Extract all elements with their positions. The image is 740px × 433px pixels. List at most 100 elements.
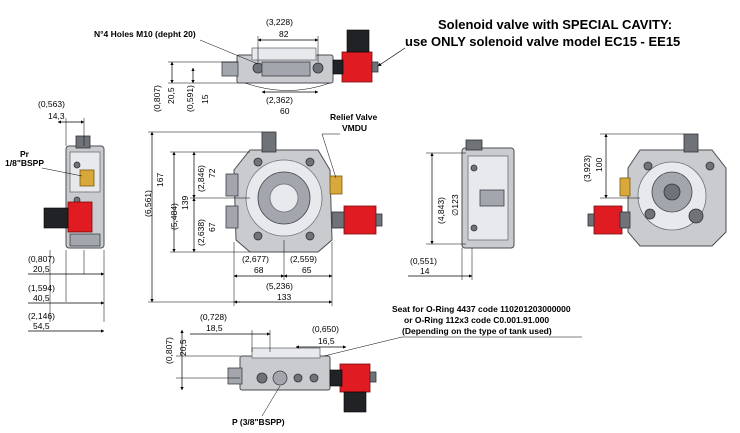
- solenoid-plug-bottom: [343, 391, 367, 413]
- right-dia-in: (4,843): [436, 197, 446, 224]
- solenoid-stem-front: [331, 211, 345, 229]
- bottom-left-boss: [227, 367, 243, 385]
- front-view: Relief Valve VMDU (6,561) 167 (5,484) 13…: [143, 112, 383, 306]
- title-line-2: use ONLY solenoid valve model EC15 - EE1…: [405, 34, 680, 49]
- left-top-fitting: [75, 135, 91, 149]
- rear-relief-fitting: [619, 177, 631, 197]
- solenoid-coil-bottom: [339, 363, 371, 393]
- front-w-left-in: (2,677): [242, 254, 269, 264]
- front-left-port: [225, 205, 239, 229]
- port-icon: [293, 373, 303, 383]
- title-block: Solenoid valve with SPECIAL CAVITY: use …: [377, 17, 680, 67]
- holes-leader: [199, 39, 259, 65]
- bottom-view-flange: [251, 347, 321, 359]
- port-icon: [256, 372, 268, 384]
- bottom-b-in: (0,650): [312, 324, 339, 334]
- left-d3-mm: 54,5: [33, 321, 50, 331]
- p-port-icon: [272, 370, 288, 386]
- top-view-center: [261, 61, 311, 77]
- front-top-fitting: [261, 131, 277, 153]
- front-w-total-mm: 133: [277, 292, 291, 302]
- right-view: (4,843) ∅123 (0,551) 14: [408, 139, 515, 280]
- top-view: N°4 Holes M10 (depht 20) (3,228) 82 (0,8…: [94, 17, 379, 116]
- top-width-mm: 82: [279, 29, 289, 39]
- front-h-upper-in: (2,846): [196, 165, 206, 192]
- rear-top-fitting: [683, 133, 699, 153]
- solenoid-nut-rear: [587, 213, 595, 227]
- seat-line-2: or O-Ring 112x3 code C0.001.91.000: [404, 315, 549, 325]
- solenoid-nut-top: [371, 61, 379, 73]
- top-view-left-boss: [221, 61, 239, 77]
- solenoid-plug-left: [43, 207, 69, 229]
- pr-leader: [41, 167, 83, 177]
- pr-port-fitting: [79, 169, 95, 187]
- top-view-base-arc: [244, 82, 331, 91]
- top-depth-mm: 15: [200, 94, 210, 104]
- relief-label-2: VMDU: [342, 123, 367, 133]
- rear-port: [688, 208, 704, 224]
- right-off-mm: 14: [420, 266, 430, 276]
- front-w-total-in: (5,236): [266, 281, 293, 291]
- bolt-icon: [253, 231, 263, 241]
- bolt-icon: [305, 157, 315, 167]
- mounting-hole-icon: [312, 62, 324, 74]
- relief-valve-fitting: [329, 175, 343, 195]
- front-shaft-bore: [269, 183, 299, 213]
- left-d1-in: (0,807): [28, 254, 55, 264]
- front-h-total-in: (6,561): [143, 190, 153, 217]
- solenoid-coil-rear: [593, 205, 623, 235]
- right-top-fitting: [465, 139, 483, 151]
- front-h-mid-in: (5,484): [169, 203, 179, 230]
- right-dia-mm: ∅123: [450, 194, 460, 216]
- bolt-icon: [253, 157, 263, 167]
- solenoid-stem-rear: [619, 211, 631, 229]
- pr-port-thread: 1/8"BSPP: [5, 158, 44, 168]
- left-d2-mm: 40,5: [33, 293, 50, 303]
- left-top-mm: 14,3: [48, 111, 65, 121]
- solenoid-nut-front: [375, 213, 383, 227]
- left-view: (0,563) 14,3 Pr 1/8"BSPP (0,807) 20,5 (1…: [5, 99, 105, 333]
- bottom-c-in: (0,807): [164, 337, 174, 364]
- bottom-a-in: (0,728): [200, 312, 227, 322]
- left-d2-in: (1,594): [28, 283, 55, 293]
- top-height-mm: 20,5: [166, 87, 176, 104]
- title-line-1: Solenoid valve with SPECIAL CAVITY:: [438, 17, 672, 32]
- left-top-in: (0,563): [38, 99, 65, 109]
- front-w-right-mm: 65: [302, 265, 312, 275]
- relief-leader: [321, 133, 337, 179]
- front-h-lower-in: (2,638): [196, 219, 206, 246]
- pr-port-label: Pr: [20, 149, 30, 159]
- front-w-left-mm: 68: [254, 265, 264, 275]
- solenoid-coil-front: [343, 205, 377, 235]
- bolt-icon: [644, 208, 656, 220]
- front-h-upper-mm: 72: [207, 168, 217, 178]
- bolt-icon: [705, 161, 715, 171]
- top-depth-in: (0,591): [185, 85, 195, 112]
- solenoid-connector-bottom: [329, 369, 343, 387]
- holes-label: N°4 Holes M10 (depht 20): [94, 29, 196, 39]
- left-view-base: [69, 233, 101, 247]
- solenoid-connector-top: [332, 59, 344, 75]
- rear-shaft: [663, 183, 681, 201]
- bottom-b-mm: 16,5: [318, 336, 335, 346]
- top-height-in: (0,807): [152, 85, 162, 112]
- bolt-icon: [73, 161, 81, 169]
- bolt-icon: [643, 161, 653, 171]
- top-width-in: (3,228): [266, 17, 293, 27]
- relief-label-1: Relief Valve: [330, 112, 378, 122]
- bolt-icon: [305, 231, 315, 241]
- right-off-in: (0,551): [410, 256, 437, 266]
- solenoid-coil-top: [341, 51, 373, 83]
- left-d1-mm: 20,5: [33, 264, 50, 274]
- rear-view: (3,923) 100: [582, 133, 727, 247]
- front-w-right-in: (2,559): [290, 254, 317, 264]
- p-port-label: P (3/8"BSPP): [232, 417, 285, 427]
- title-leader: [377, 47, 406, 67]
- solenoid-coil-left: [67, 201, 93, 233]
- front-h-total-mm: 167: [155, 173, 165, 187]
- top-view-flange: [251, 47, 317, 61]
- seat-line-1: Seat for O-Ring 4437 code 11020120300000…: [392, 304, 571, 314]
- rear-h-mm: 100: [594, 158, 604, 172]
- bolt-icon: [470, 164, 478, 172]
